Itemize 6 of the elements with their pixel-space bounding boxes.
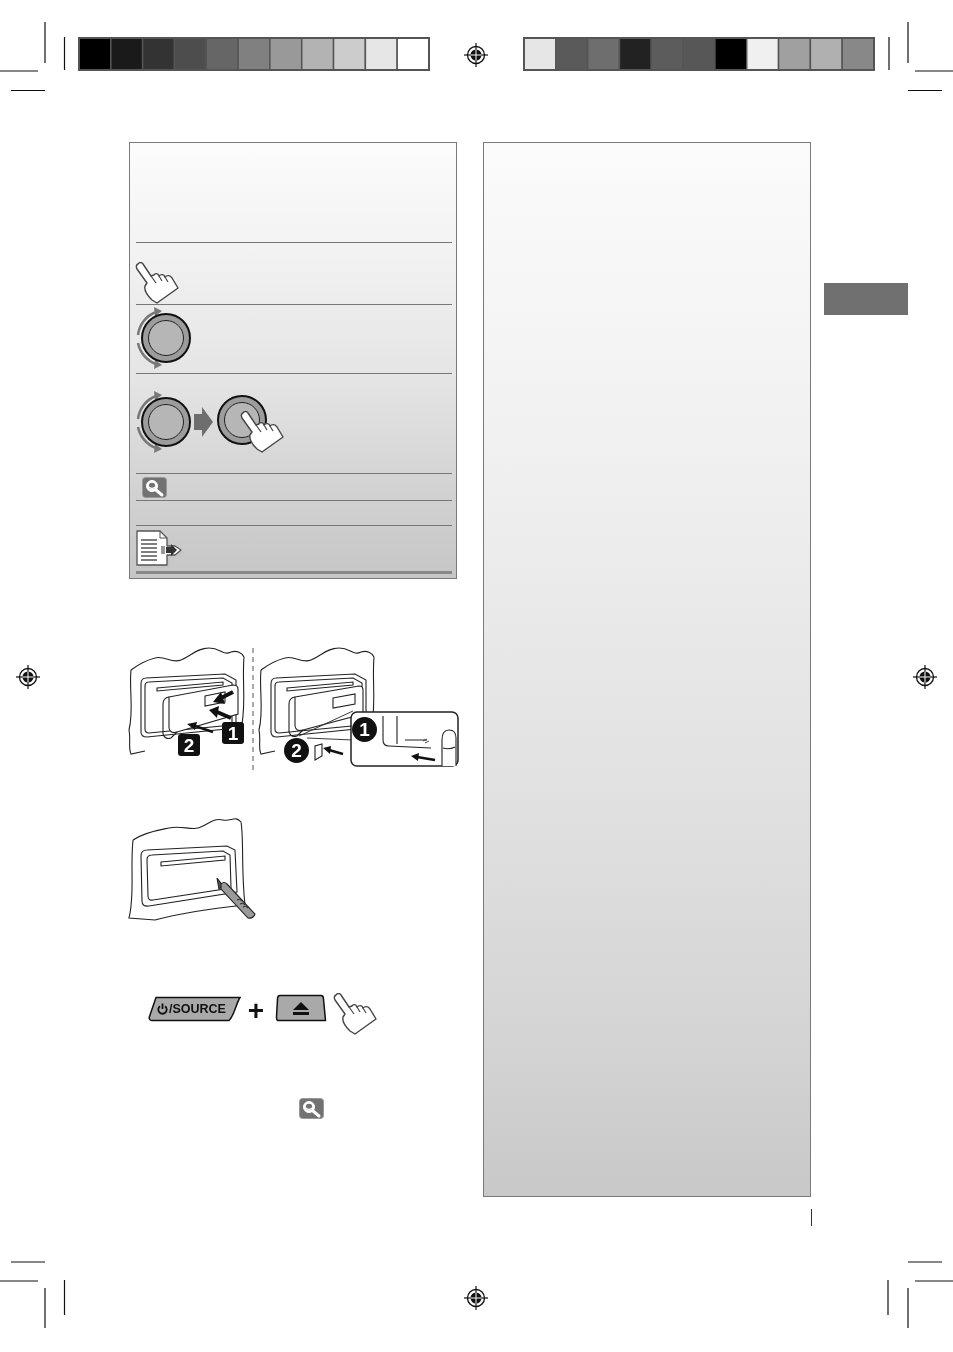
section-tab [824,283,908,315]
plus-sign: + [246,996,266,1026]
step-number: 1 [222,722,244,744]
step-number: 2 [284,738,309,763]
step-number: 2 [178,734,200,756]
source-button: /SOURCE [148,996,242,1022]
